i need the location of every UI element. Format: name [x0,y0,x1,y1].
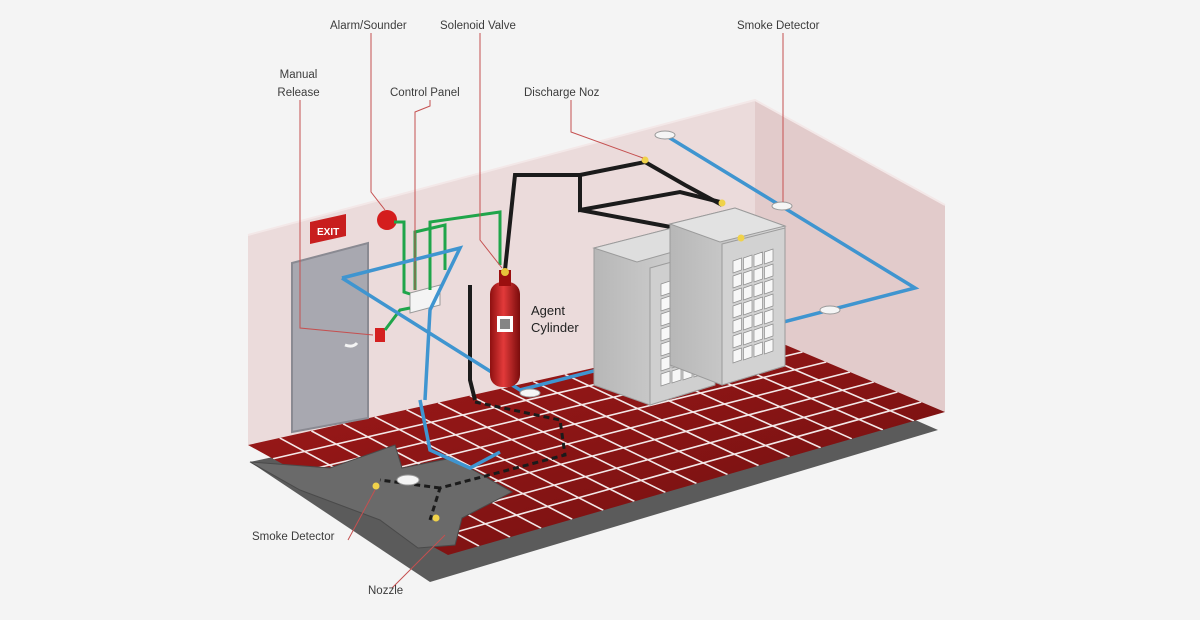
nozzle-icon [432,514,440,522]
control-panel-label: Control Panel [390,87,460,99]
solenoid-valve-label: Solenoid Valve [440,20,516,32]
discharge-nozzle-label: Discharge Noz [524,87,600,99]
nozzle-icon [372,482,380,490]
smoke-detector-icon [519,388,541,398]
smoke-detector-icon [819,305,841,315]
agent-cylinder-label-line1: Agent [531,303,565,318]
smoke-detector-bottom-label: Smoke Detector [252,531,335,543]
solenoid-valve-icon [501,268,509,276]
exit-sign: EXIT [310,214,346,244]
manual-release-label-line2: Release [277,87,320,99]
floor-cutaway [249,444,514,549]
exit-sign-text: EXIT [317,227,339,238]
leader-lines [299,33,784,589]
agent-cylinder-label: Agent Cylinder [531,302,579,336]
smoke-detector-top-label: Smoke Detector [737,20,820,32]
smoke-detector-icon [396,474,420,486]
right-wall [755,100,945,412]
nozzle-icon [641,156,649,164]
smoke-detector-icon [654,130,676,140]
door [291,241,369,434]
manual-release-label: Manual Release [276,66,321,102]
nozzle-label: Nozzle [368,585,404,597]
manual-release-icon [375,328,385,342]
nozzle-icon [718,199,726,207]
alarm-sounder-icon [377,210,397,230]
manual-release-label-line1: Manual [279,69,318,81]
smoke-detector-icon [771,201,793,211]
door-handle [344,341,359,348]
agent-cylinder-label-line2: Cylinder [531,320,579,335]
agent-cylinder [490,270,520,387]
alarm-sounder-label: Alarm/Sounder [330,20,407,32]
server-rack-right [668,207,787,386]
nozzle-icon [737,234,745,242]
